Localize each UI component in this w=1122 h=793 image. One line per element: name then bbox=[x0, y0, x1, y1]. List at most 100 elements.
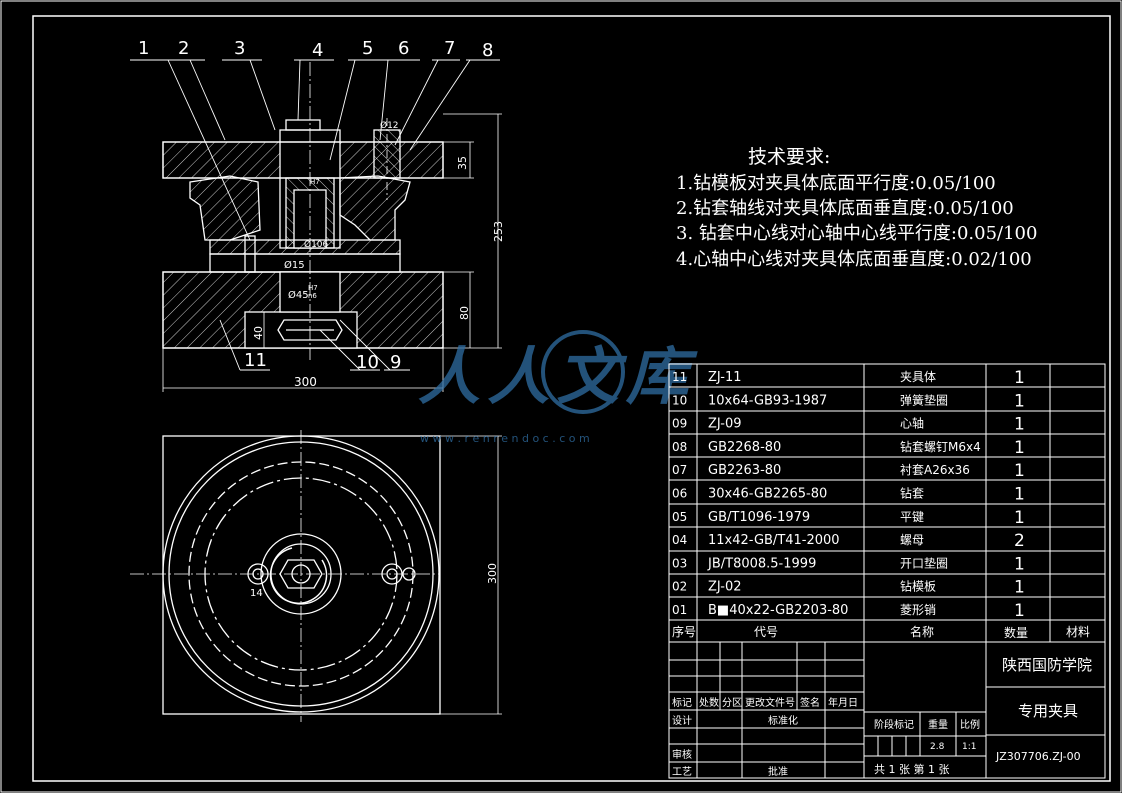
balloon-2: 2 bbox=[178, 38, 189, 59]
requirement-3: 3. 钻套中心线对心轴中心线平行度:0.05/100 bbox=[676, 223, 1038, 244]
title-block-text: 标记 处数 分区 更改文件号 签名 年月日 设计 标准化 审核 工艺 批准 阶段… bbox=[672, 656, 1092, 778]
tb-count: 处数 bbox=[699, 696, 719, 709]
part-row-no: 10 bbox=[672, 393, 687, 407]
part-row-name: 钻模板 bbox=[900, 579, 936, 594]
watermark-text: 人人文库 bbox=[418, 340, 698, 413]
fit-h7-b: H7 bbox=[308, 284, 318, 292]
tb-change-doc: 更改文件号 bbox=[745, 696, 795, 709]
tb-sign: 签名 bbox=[800, 696, 820, 709]
dim-phi12: Ø12 bbox=[380, 120, 399, 131]
part-row-no: 11 bbox=[672, 370, 687, 384]
part-row-code: ZJ-02 bbox=[708, 580, 742, 595]
balloon-4: 4 bbox=[312, 40, 323, 61]
top-plan-view bbox=[130, 430, 441, 722]
tb-weight-value: 2.8 bbox=[930, 742, 945, 752]
balloon-10: 10 bbox=[356, 352, 379, 373]
top-dimensions bbox=[440, 435, 502, 715]
balloon-11: 11 bbox=[244, 350, 267, 371]
part-row-name: 弹簧垫圈 bbox=[900, 392, 948, 407]
slotted-washer bbox=[269, 547, 328, 604]
dim-80: 80 bbox=[458, 306, 471, 320]
part-row-name: 夹具体 bbox=[900, 370, 936, 384]
header-name: 名称 bbox=[910, 624, 934, 639]
tb-design: 设计 bbox=[672, 714, 692, 727]
requirements-title: 技术要求: bbox=[748, 146, 831, 168]
watermark-url: w w w . r e n r e n d o c . c o m bbox=[420, 432, 590, 445]
header-code: 代号 bbox=[754, 625, 778, 639]
part-row-no: 03 bbox=[672, 556, 687, 570]
tb-scale-value: 1:1 bbox=[962, 742, 976, 752]
part-row-qty: 1 bbox=[1014, 554, 1025, 574]
part-row-code: ZJ-11 bbox=[708, 370, 742, 385]
part-row-code: ZJ-09 bbox=[708, 417, 742, 432]
part-row-qty: 1 bbox=[1014, 391, 1025, 411]
tb-approve: 批准 bbox=[768, 765, 788, 778]
tb-date: 年月日 bbox=[828, 696, 858, 709]
requirement-4: 4.心轴中心线对夹具体底面垂直度:0.02/100 bbox=[676, 249, 1032, 270]
part-row-qty: 1 bbox=[1014, 601, 1025, 621]
part-row-code: GB2268-80 bbox=[708, 440, 781, 455]
part-row-name: 衬套A26x36 bbox=[900, 463, 970, 477]
part-row-no: 07 bbox=[672, 463, 687, 477]
dim-300-width: 300 bbox=[294, 375, 317, 389]
part-row-code: 11x42-GB/T41-2000 bbox=[708, 533, 840, 548]
tb-mark: 标记 bbox=[672, 697, 692, 709]
requirement-2: 2.钻套轴线对夹具体底面垂直度:0.05/100 bbox=[676, 198, 1014, 219]
balloon-3: 3 bbox=[234, 38, 245, 59]
dim-14: 14 bbox=[250, 588, 263, 599]
balloon-numbers: 1 2 3 4 5 6 7 8 11 10 9 bbox=[138, 38, 493, 373]
part-row-no: 08 bbox=[672, 440, 687, 454]
drill-plate-section bbox=[162, 141, 444, 179]
balloon-1: 1 bbox=[138, 38, 149, 59]
watermark: 人人文库 w w w . r e n r e n d o c . c o m bbox=[418, 330, 698, 445]
requirement-1: 1.钻模板对夹具体底面平行度:0.05/100 bbox=[676, 173, 996, 194]
body-support-right bbox=[339, 175, 411, 241]
part-row-name: 钻套螺钉M6x4 bbox=[900, 439, 981, 454]
part-row-code: B■40x22-GB2203-80 bbox=[708, 603, 848, 618]
part-row-no: 01 bbox=[672, 603, 687, 617]
part-row-qty: 1 bbox=[1014, 368, 1025, 388]
balloon-7: 7 bbox=[444, 38, 455, 59]
inner-frame bbox=[32, 15, 1111, 782]
dim-253: 253 bbox=[492, 221, 505, 242]
balloon-9: 9 bbox=[390, 352, 401, 373]
tb-stage-mark: 阶段标记 bbox=[874, 718, 914, 731]
part-row-qty: 1 bbox=[1014, 485, 1025, 505]
header-no: 序号 bbox=[672, 624, 696, 639]
tb-process: 工艺 bbox=[672, 766, 692, 778]
part-row-code: GB/T1096-1979 bbox=[708, 510, 810, 525]
tb-drawing-no: JZ307706.ZJ-00 bbox=[995, 750, 1081, 763]
header-material: 材料 bbox=[1066, 625, 1090, 639]
balloon-leaders bbox=[130, 59, 500, 371]
part-row-no: 05 bbox=[672, 510, 687, 524]
dim-300-height: 300 bbox=[486, 563, 499, 584]
parts-list-grid bbox=[668, 363, 1106, 643]
part-row-code: GB2263-80 bbox=[708, 463, 781, 478]
part-row-name: 开口垫圈 bbox=[900, 555, 948, 570]
header-qty: 数量 bbox=[1004, 625, 1028, 640]
part-row-code: JB/T8008.5-1999 bbox=[707, 556, 816, 571]
tb-standardize: 标准化 bbox=[768, 714, 798, 727]
part-row-code: 10x64-GB93-1987 bbox=[708, 393, 827, 408]
dim-35: 35 bbox=[456, 156, 469, 170]
part-row-qty: 1 bbox=[1014, 578, 1025, 598]
fit-h7-a: H7 bbox=[310, 178, 320, 186]
dim-phi106: Ø106 bbox=[304, 239, 329, 250]
tb-zone: 分区 bbox=[722, 697, 742, 709]
part-row-no: 02 bbox=[672, 580, 687, 594]
part-row-name: 钻套 bbox=[900, 486, 924, 501]
front-dimensions bbox=[162, 113, 502, 392]
part-row-name: 螺母 bbox=[900, 533, 924, 547]
part-row-code: 30x46-GB2265-80 bbox=[708, 487, 827, 502]
part-row-qty: 1 bbox=[1014, 508, 1025, 528]
part-row-no: 09 bbox=[672, 417, 687, 431]
dim-phi45: Ø45 bbox=[288, 289, 309, 301]
balloon-8: 8 bbox=[482, 40, 493, 61]
part-row-name: 平键 bbox=[900, 510, 924, 524]
part-row-qty: 1 bbox=[1014, 415, 1025, 435]
tb-school: 陕西国防学院 bbox=[1002, 656, 1092, 674]
part-row-name: 心轴 bbox=[900, 416, 924, 431]
